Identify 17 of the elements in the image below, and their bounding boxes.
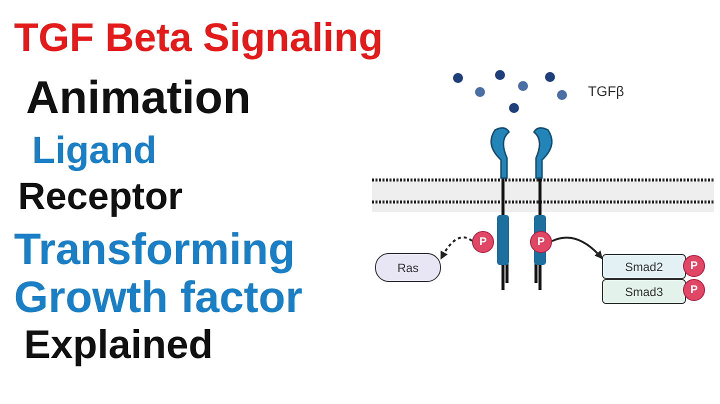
- protein-box: Ras: [375, 253, 441, 282]
- heading-text: Ligand: [32, 132, 157, 170]
- arrow: [440, 236, 473, 260]
- protein-box: Smad2: [602, 254, 686, 279]
- phosphate-circle: P: [683, 279, 705, 301]
- heading-text: Receptor: [18, 178, 183, 216]
- ligand-label: TGFβ: [588, 84, 624, 98]
- heading-text: Growth factor: [14, 276, 302, 320]
- heading-text: Explained: [24, 325, 213, 365]
- arrow: [552, 236, 603, 260]
- phosphate-circle: P: [472, 231, 494, 253]
- heading-text: Animation: [26, 74, 251, 120]
- heading-text: Transforming: [14, 228, 296, 272]
- title: TGF Beta Signaling: [14, 18, 383, 58]
- phosphate-circle: P: [530, 231, 552, 253]
- phosphate-circle: P: [683, 255, 705, 277]
- protein-box: Smad3: [602, 279, 686, 304]
